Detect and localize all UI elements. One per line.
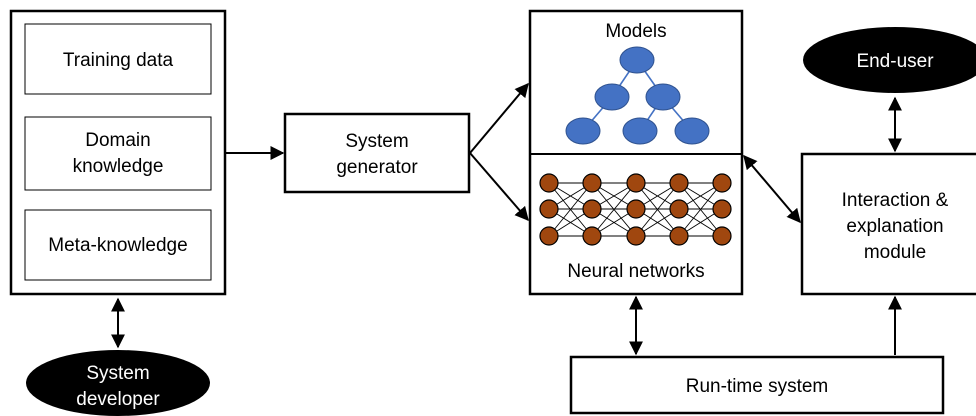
meta-knowledge-label: Meta-knowledge — [48, 235, 187, 256]
nn-edge — [635, 182, 680, 237]
domain-knowledge-box — [24, 116, 212, 191]
nn-node — [669, 226, 689, 246]
system-developer-label-line1: System — [86, 363, 149, 384]
tree-node — [622, 117, 658, 145]
nn-node — [582, 226, 602, 246]
nn-node — [712, 226, 732, 246]
neural-network-graphic — [539, 173, 732, 246]
runtime-system-group: Run-time system — [569, 355, 945, 415]
tree-node — [594, 83, 630, 111]
nn-edge — [591, 182, 637, 237]
interaction-module-group: Interaction & explanation module — [800, 152, 976, 296]
connectors — [111, 82, 902, 356]
knowledge-sources-group: Training data Domain knowledge Meta-know… — [9, 9, 227, 296]
nn-node — [539, 173, 559, 193]
nn-edge — [678, 182, 723, 237]
tree-node — [645, 83, 681, 111]
models-block: Models Neural networks — [528, 9, 744, 296]
nn-node — [626, 199, 646, 219]
tree-node — [565, 117, 601, 145]
nn-node — [582, 199, 602, 219]
tree-node — [619, 46, 655, 74]
nn-node — [582, 173, 602, 193]
system-generator-label-line1: System — [345, 131, 408, 152]
runtime-system-box — [569, 355, 945, 415]
meta-knowledge-box — [24, 209, 212, 281]
decision-tree-graphic — [565, 46, 710, 145]
training-data-label: Training data — [63, 50, 174, 71]
nn-node — [539, 199, 559, 219]
end-user-oval — [803, 27, 976, 93]
nn-node — [626, 226, 646, 246]
system-developer-group: System developer — [26, 350, 210, 416]
tree-node — [674, 117, 710, 145]
interaction-module-box — [800, 152, 976, 296]
nn-node — [539, 226, 559, 246]
domain-knowledge-label-line2: knowledge — [73, 156, 164, 177]
models-interaction-arrow — [743, 154, 801, 224]
nn-node — [669, 199, 689, 219]
training-data-box — [24, 23, 212, 95]
nn-node — [712, 173, 732, 193]
domain-knowledge-label-line1: Domain — [85, 130, 150, 151]
system-developer-oval — [26, 350, 210, 416]
nn-node — [626, 173, 646, 193]
end-user-label: End-user — [856, 51, 934, 72]
generator-to-neural-networks-arrow — [469, 152, 529, 222]
interaction-module-label-line1: Interaction & — [842, 190, 949, 211]
nn-node — [712, 199, 732, 219]
generator-to-models-arrow — [469, 82, 529, 154]
interaction-module-label-line2: explanation — [846, 216, 943, 237]
interaction-module-label-line3: module — [864, 242, 926, 263]
system-generator-group: System generator — [283, 112, 471, 194]
nn-node — [669, 173, 689, 193]
system-generator-label-line2: generator — [336, 157, 418, 178]
end-user-group: End-user — [803, 27, 976, 93]
nn-edge — [548, 182, 593, 237]
system-developer-label-line2: developer — [76, 389, 160, 410]
runtime-system-label: Run-time system — [686, 376, 829, 397]
system-generator-box — [283, 112, 471, 194]
models-label: Models — [605, 21, 666, 42]
neural-networks-label: Neural networks — [567, 261, 704, 282]
